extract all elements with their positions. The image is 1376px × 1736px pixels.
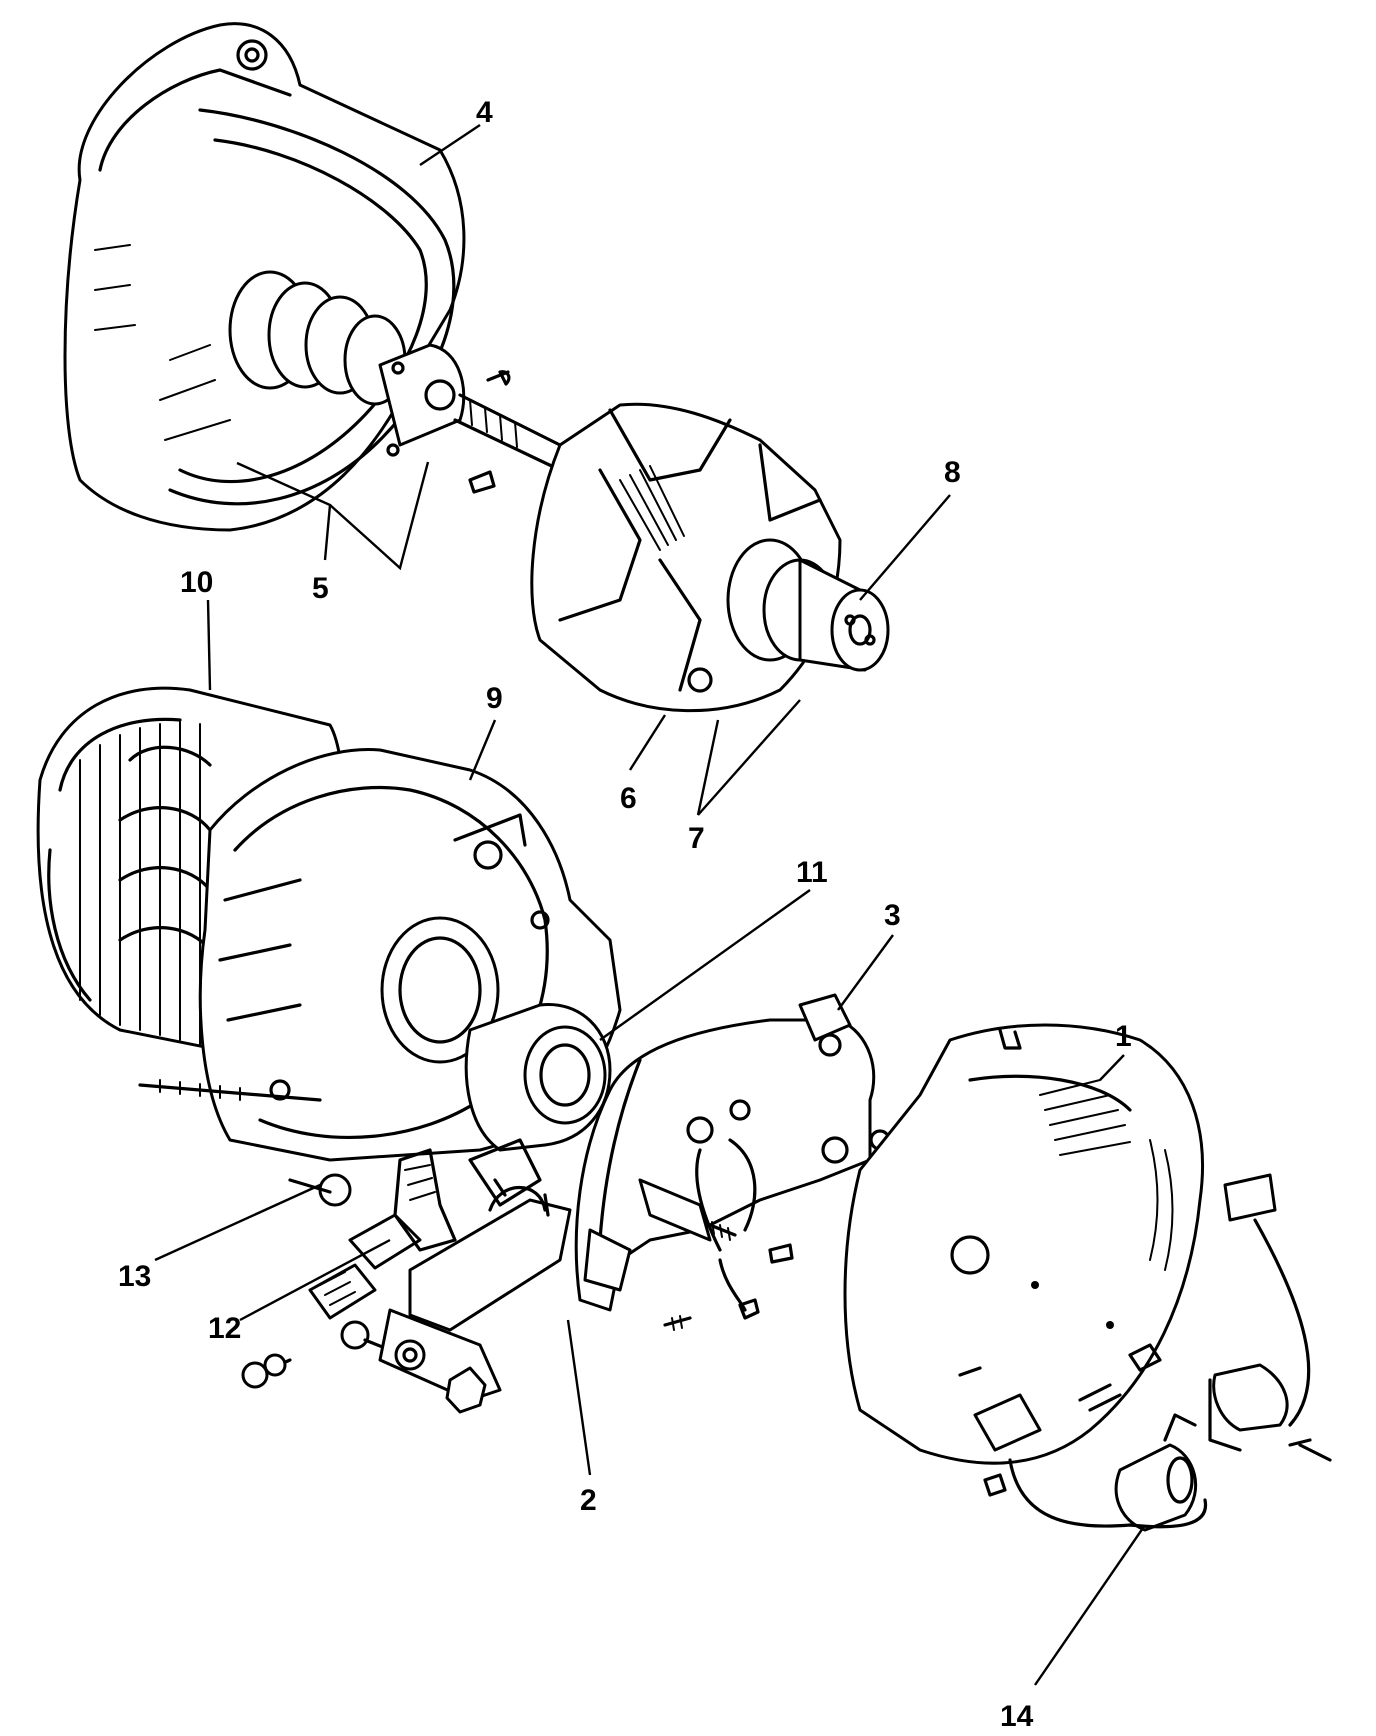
leader-4	[419, 124, 481, 166]
callout-3: 3	[884, 899, 901, 932]
leader-5b	[329, 461, 430, 571]
leader-1	[1099, 1054, 1125, 1081]
callout-13: 13	[118, 1260, 151, 1293]
slip-ring-end-housing	[138, 748, 622, 1207]
rectifier-bracket	[378, 1138, 572, 1414]
callout-6: 6	[620, 782, 637, 815]
leader-7b	[697, 699, 801, 816]
bearing-and-spacers	[228, 270, 562, 494]
leader-2	[566, 1319, 592, 1476]
leader-8	[859, 494, 951, 601]
leader-14	[1034, 1524, 1146, 1686]
leader-7	[696, 719, 720, 816]
callout-4: 4	[476, 96, 493, 129]
callout-1: 1	[1115, 1020, 1132, 1053]
callout-11: 11	[796, 856, 828, 889]
callout-7: 7	[688, 822, 705, 855]
callout-9: 9	[486, 682, 503, 715]
leader-13	[154, 1183, 321, 1262]
leader-lines	[154, 124, 1146, 1686]
callout-5: 5	[312, 572, 329, 605]
leader-6	[628, 714, 667, 771]
callout-14: 14	[1000, 1700, 1034, 1733]
leader-9	[468, 719, 497, 781]
leader-11	[599, 889, 811, 1041]
leader-10	[206, 599, 212, 691]
callout-12: 12	[208, 1312, 241, 1345]
leader-12	[239, 1238, 391, 1322]
rear-cover	[843, 1023, 1332, 1532]
leader-3	[837, 934, 894, 1011]
callout-numbers: 1 2 3 4 5 6 7 8 9 10 11 12 13 14	[118, 96, 1132, 1733]
callout-2: 2	[580, 1484, 597, 1517]
rotor-assembly	[530, 402, 890, 713]
callout-10: 10	[180, 566, 213, 599]
callout-8: 8	[944, 456, 961, 489]
